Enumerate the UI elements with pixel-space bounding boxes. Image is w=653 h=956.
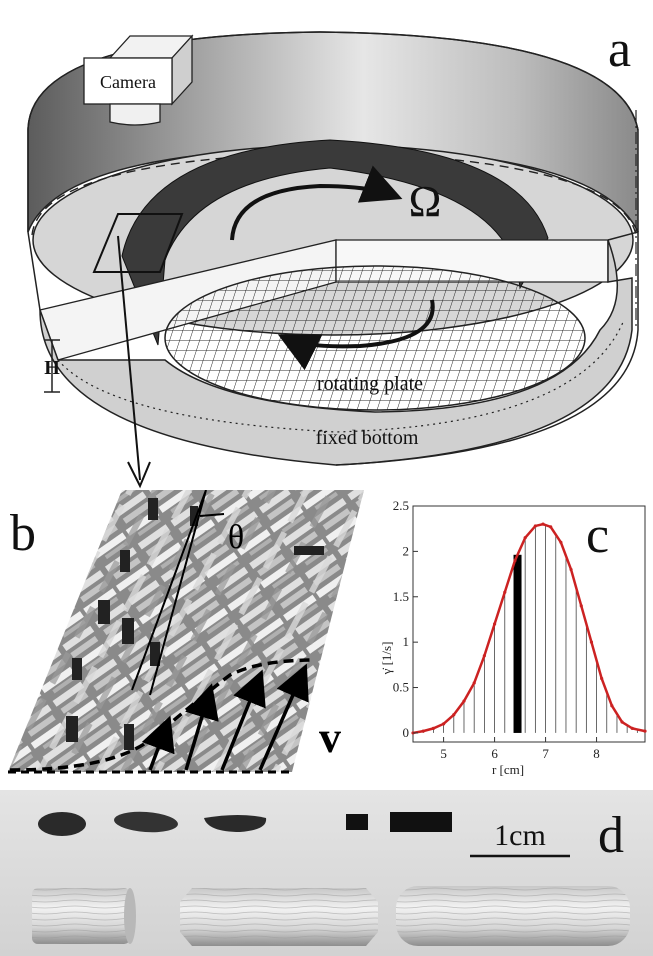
panel-a-apparatus-diagram: Camera H Ω rotating plate fixed bottom: [27, 31, 639, 489]
chart-data-point: [492, 622, 497, 626]
panel-b-letter: b: [10, 505, 36, 562]
chart-data-point: [630, 726, 634, 730]
chart-ytick-label: 2: [403, 543, 410, 558]
rice-grain-3: [204, 815, 267, 832]
wooden-peg-long: [396, 886, 630, 946]
view-line: [117, 235, 141, 481]
viewing-window: [92, 213, 184, 273]
chart-data-point: [643, 729, 647, 733]
rotating-plate-label: rotating plate: [317, 373, 423, 395]
velocity-label: v: [319, 713, 341, 762]
chart-xtick-label: 8: [593, 746, 600, 761]
chart-ytick-label: 1: [403, 634, 410, 649]
chart-data-point: [559, 540, 563, 544]
chart-data-point: [503, 590, 507, 594]
chart-data-point: [472, 681, 476, 685]
camera-label: Camera: [100, 72, 156, 92]
cylinder-outer-wall-right: [335, 231, 639, 466]
height-label: H: [44, 357, 60, 379]
chart-data-point: [452, 713, 456, 717]
rice-grain-2: [114, 811, 178, 833]
chart-data-point: [482, 654, 486, 658]
chart-xtick-label: 7: [542, 746, 549, 761]
theta-lines: [131, 490, 225, 696]
velocity-arrow-4: [258, 663, 309, 771]
chart-data-point: [589, 640, 594, 644]
chart-ytick-label: 0: [403, 725, 410, 740]
velocity-arrow-3: [220, 669, 266, 771]
plate-rotation-arrow: [277, 299, 435, 371]
chart-xtick-label: 6: [491, 746, 498, 761]
chart-series-line: [412, 522, 646, 735]
chart-data-point: [600, 676, 604, 681]
velocity-arrow-1: [141, 715, 175, 771]
camera-icon: [83, 34, 194, 126]
omega-rotation-arrow: [230, 165, 403, 241]
velocity-arrow-2: [184, 683, 219, 771]
chart-data-point: [533, 524, 537, 528]
panel-c-shear-rate-chart: 5 6 7 8 0 0.5 1 1.5 2 2.5 r [cm] γ̇ [1/s]: [379, 498, 647, 777]
cylinder-rim: [27, 31, 639, 131]
fixed-bottom: [39, 239, 633, 466]
chart-data-point: [549, 525, 553, 529]
panel-a-letter: a: [608, 21, 632, 78]
panel-c-letter: c: [586, 507, 610, 564]
chart-data-point: [541, 522, 545, 526]
panel-d-particles-photo: 1cm: [0, 790, 653, 956]
theta-label: θ: [228, 519, 244, 556]
view-line-arrowhead: [127, 461, 151, 489]
omega-label: Ω: [409, 177, 442, 226]
chart-data-point: [513, 558, 517, 563]
chart-ytick-label: 0.5: [393, 680, 409, 695]
wooden-peg-medium: [180, 888, 378, 946]
rotating-plate: [164, 265, 586, 411]
chart-data-point: [569, 567, 573, 572]
rice-grain-1: [38, 812, 86, 836]
chart-data-point: [523, 536, 527, 540]
chart-ylabel: γ̇ [1/s]: [379, 642, 394, 676]
chart-data-point: [421, 729, 425, 733]
panel-d-letter: d: [598, 807, 624, 864]
chart-data-point: [431, 726, 435, 730]
chart-data-point: [610, 704, 614, 708]
height-marker: [44, 339, 60, 393]
panel-b-particle-image: θ v: [8, 490, 364, 774]
chart-data-point: [462, 699, 466, 703]
wooden-peg-short: [32, 888, 136, 944]
chart-data-point: [620, 720, 624, 724]
cylinder-outer-wall-left: [27, 130, 41, 311]
chart-xlabel: r [cm]: [492, 762, 524, 777]
chart-plot-frame: [412, 505, 646, 743]
long-black-rod: [390, 812, 452, 832]
fixed-bottom-label: fixed bottom: [316, 427, 419, 449]
short-black-rod: [346, 814, 368, 830]
chart-ytick-label: 1.5: [393, 589, 409, 604]
chart-xtick-label: 5: [440, 746, 447, 761]
chart-data-point: [441, 722, 446, 726]
chart-ytick-label: 2.5: [393, 498, 409, 513]
scale-bar-label: 1cm: [494, 819, 546, 852]
chart-data-point: [579, 604, 583, 608]
chart-highlight-bar: [513, 554, 522, 733]
